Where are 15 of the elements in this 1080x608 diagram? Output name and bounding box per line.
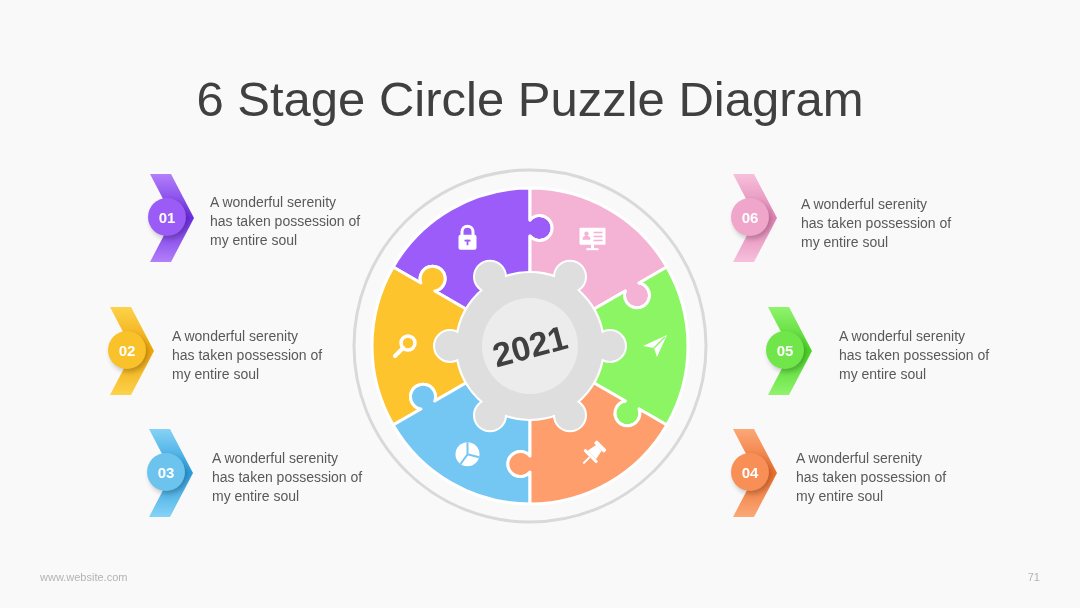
number-circle: 02 (108, 331, 146, 369)
description-text: A wonderful serenity has taken possession of my entire soul (210, 193, 362, 250)
description-text: A wonderful serenity has taken possession of my entire soul (801, 195, 953, 252)
description-text: A wonderful serenity has taken possession of my entire soul (212, 449, 364, 506)
slide-title: 6 Stage Circle Puzzle Diagram (196, 71, 864, 128)
number-circle: 01 (148, 198, 186, 236)
description-text: A wonderful serenity has taken possession of my entire soul (796, 449, 948, 506)
number-circle: 05 (766, 331, 804, 369)
description-text: A wonderful serenity has taken possession of my entire soul (839, 327, 991, 384)
footer-url: www.website.com (40, 570, 128, 584)
number-circle: 03 (147, 453, 185, 491)
number-circle: 04 (731, 453, 769, 491)
page-number: 71 (1027, 570, 1040, 584)
number-circle: 06 (731, 198, 769, 236)
description-text: A wonderful serenity has taken possession of my entire soul (172, 327, 324, 384)
